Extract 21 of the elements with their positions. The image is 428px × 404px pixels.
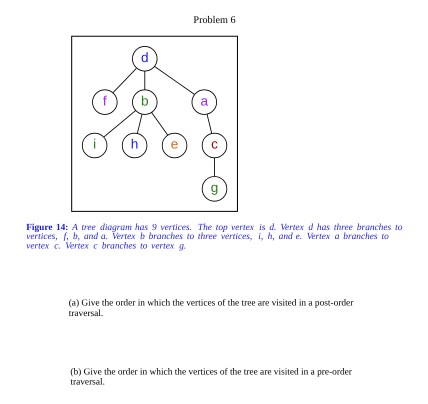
node-circle: g — [201, 176, 227, 202]
label: (b) Give the order in which the vertices of the tree are visited in a pre-order traversal. — [70, 367, 352, 388]
node-circle: e — [161, 132, 187, 158]
caption: Figure 14: A tree diagram has 9 vertices. The top vertex is d. Vertex d has three branches to vertices, f, b, and a. Vertex b branches to three vertices, i, h, and e. Vertex a branches to vertex c. Vertex c branches to vertex g. — [26, 222, 402, 252]
diagram-title: Problem 6 — [192, 15, 236, 26]
node-circle: d — [132, 46, 158, 72]
node-circle: i — [81, 132, 107, 158]
connector — [206, 114, 212, 134]
connector — [154, 66, 194, 95]
connector — [102, 110, 136, 138]
connector — [112, 68, 136, 94]
node-circle: c — [201, 132, 227, 158]
node-circle: f — [92, 89, 118, 115]
node-circle: h — [121, 132, 147, 158]
connector — [144, 70, 145, 90]
label: (a) Give the order in which the vertices of the tree are visited in a post-order traversal. — [68, 298, 353, 319]
cluster — [70, 36, 238, 212]
connector — [136, 114, 142, 134]
node-circle: a — [191, 89, 217, 115]
connector — [150, 112, 168, 136]
node-circle: b — [132, 89, 158, 115]
